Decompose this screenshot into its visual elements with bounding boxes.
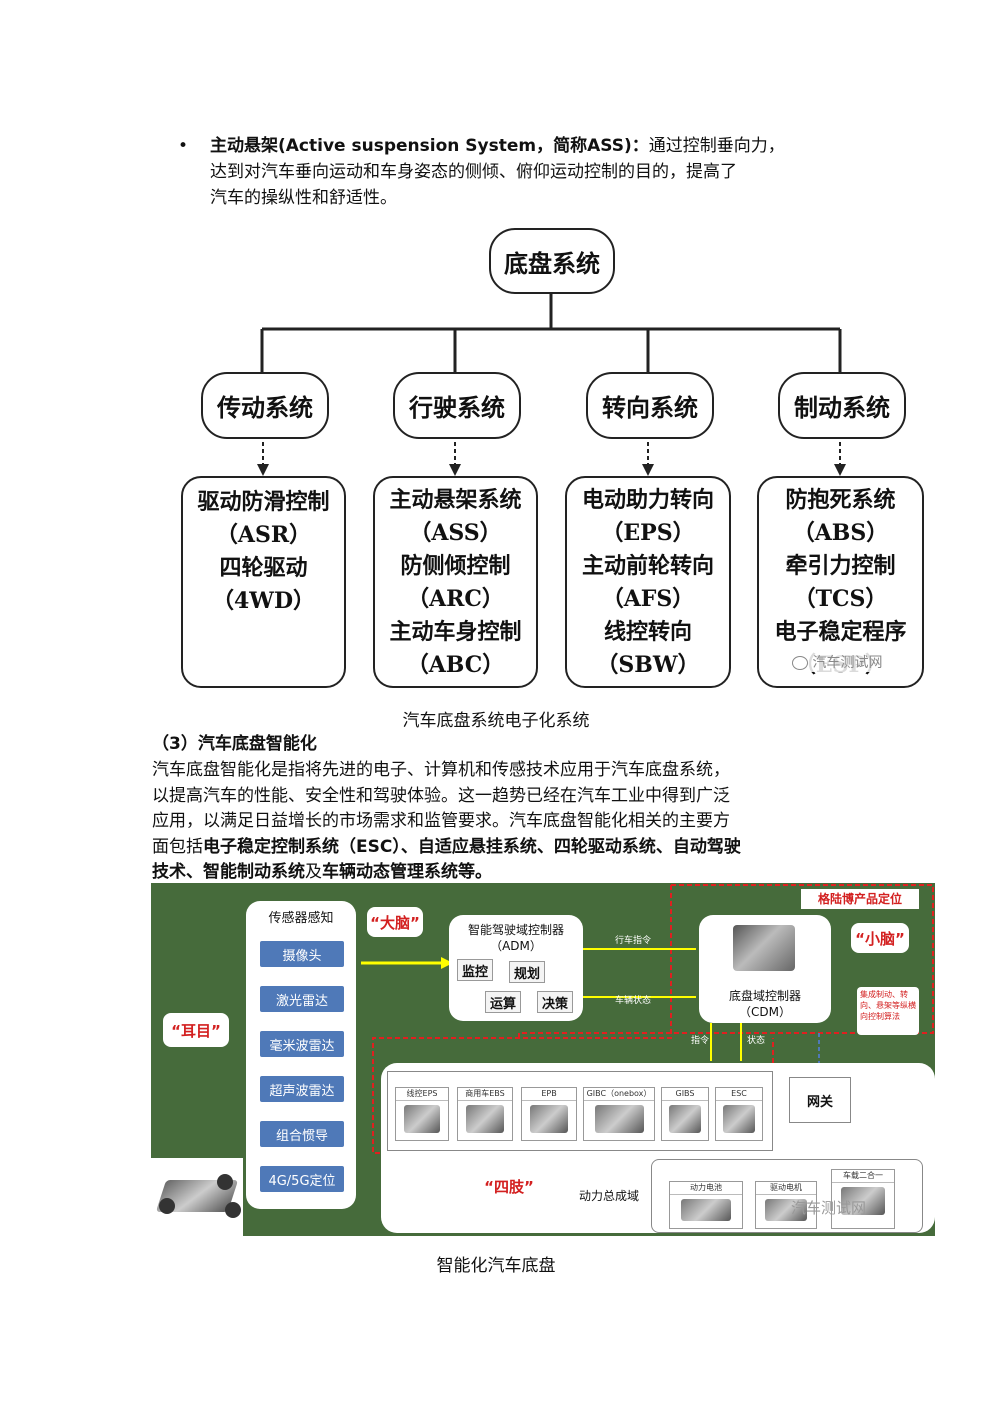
component-gibs: GIBS [661,1087,709,1141]
leaf-item: （ASS） [409,520,502,546]
chassis-photo [151,1158,243,1236]
wheel [225,1202,241,1218]
chip-monitor: 监控 [457,959,493,981]
section-line-4: 面包括电子稳定控制系统（ESC）、自适应悬挂系统、四轮驱动系统、自动驾驶 [152,834,741,860]
sensor-lidar: 激光雷达 [260,986,344,1012]
section-line-2: 以提高汽车的性能、安全性和驾驶体验。这一趋势已经在汽车工业中得到广泛 [152,786,730,806]
tree-watermark-text: 汽车测试网 [812,655,883,671]
leaf-item: 防侧倾控制 [400,553,511,579]
product-tag: 格陆博产品定位 [801,889,919,909]
leaf-item: （SBW） [596,652,700,678]
branch-braking: 制动系统 [778,372,906,439]
leaf-item: （4WD） [211,588,316,614]
sensor-ins: 组合惯导 [260,1121,344,1147]
leaf-item: 防抱死系统 [785,487,896,513]
tree-connectors [257,290,846,476]
leaf-item: （EPS） [601,520,695,546]
leaf-item: 驱动防滑控制 [197,489,330,515]
leaf-item: （ARC） [407,586,504,612]
intro-bold-lead: 主动悬架(Active suspension System，简称ASS)： [210,136,649,156]
section-heading: （3）汽车底盘智能化 [152,734,317,754]
leaf-item: 电子稳定程序 [774,619,907,645]
sensor-panel: 传感器感知 摄像头 激光雷达 毫米波雷达 超声波雷达 组合惯导 4G/5G定位 [246,901,356,1209]
leaf-steering: 电动助力转向 （EPS） 主动前轮转向 （AFS） 线控转向 （SBW） [565,476,731,688]
leaf-item: 四轮驱动 [219,555,308,581]
sensor-mmwave: 毫米波雷达 [260,1031,344,1057]
line4-plain: 面包括 [152,837,203,857]
line4-bold: 电子稳定控制系统（ESC）、自适应悬挂系统、四轮驱动系统、自动驾驶 [203,837,741,857]
tree-watermark: 汽车测试网 [790,652,885,672]
leaf-item: 线控转向 [603,619,692,645]
intro-line1-rest: 通过控制垂向力， [648,136,785,156]
cdm-subtitle: （CDM） [739,1005,791,1019]
tree-root-node: 底盘系统 [489,228,615,294]
power-two-in-one: 车载二合一 [831,1169,895,1229]
leaf-item: 主动前轮转向 [581,553,714,579]
sensor-ultrasonic: 超声波雷达 [260,1076,344,1102]
leaf-transmission: 驱动防滑控制 （ASR） 四轮驱动 （4WD） [181,476,346,688]
leaf-item: （ABC） [406,652,505,678]
component-ebs: 商用车EBS [457,1087,513,1141]
adm-box: 智能驾驶域控制器 （ADM） 监控 规划 运算 决策 [449,915,583,1021]
chassis-tree-diagram: 底盘系统 传动系统 行驶系统 转向系统 制动系统 驱动防滑控制 （ASR） 四轮… [0,0,992,700]
line5-plain: 及 [305,862,322,882]
leaf-item: 主动车身控制 [389,619,522,645]
sensor-camera: 摄像头 [260,941,344,967]
chip-compute: 运算 [485,991,521,1013]
chip-plan: 规划 [509,961,545,983]
line5-bold-a: 技术、智能制动系统 [152,862,305,882]
chip-decide: 决策 [537,991,573,1013]
sensor-title: 传感器感知 [268,911,334,926]
component-eps: 线控EPS [395,1087,449,1141]
section-line-3: 应用，以满足日益增长的市场需求和监管要求。汽车底盘智能化相关的主要方 [152,811,730,831]
intro-line-2: 达到对汽车垂向运动和车身姿态的侧倾、俯仰运动控制的目的，提高了 [210,162,737,182]
leaf-item: （TCS） [793,586,888,612]
wheel [159,1198,175,1214]
sensor-positioning: 4G/5G定位 [260,1166,344,1192]
wechat-icon [792,656,808,670]
line5-bold-b: 车辆动态管理系统等。 [322,862,492,882]
intro-line-1: 主动悬架(Active suspension System，简称ASS)：通过控… [210,133,785,159]
adm-title: 智能驾驶域控制器 [467,923,564,937]
bullet-mark: • [178,136,189,156]
powertrain-label: 动力总成域 [579,1189,640,1203]
gateway-box: 网关 [789,1077,851,1123]
limbs-bubble: “四肢” [479,1171,539,1201]
power-battery: 动力电池 [669,1181,743,1229]
leaf-item: （ABS） [792,520,889,546]
cmd-label-2: 车辆状态 [615,996,652,1006]
down-cmd-label: 指令 [691,1036,710,1046]
leaf-item: 主动悬架系统 [389,487,522,513]
section-line-1: 汽车底盘智能化是指将先进的电子、计算机和传感技术应用于汽车底盘系统， [152,760,730,780]
leaf-running: 主动悬架系统 （ASS） 防侧倾控制 （ARC） 主动车身控制 （ABC） [373,476,538,688]
leaf-item: 牵引力控制 [785,553,896,579]
ear-eye-bubble: “耳目” [163,1013,229,1047]
cdm-box: 底盘域控制器 （CDM） [699,915,831,1023]
figure2-caption: 智能化汽车底盘 [436,1256,556,1276]
leaf-item: （ASR） [215,522,312,548]
component-epb: EPB [521,1087,577,1141]
branch-steering: 转向系统 [586,372,714,439]
cerebellum-bubble: “小脑” [851,923,909,953]
ecu-image [733,925,795,971]
brain-bubble: “大脑” [367,907,423,937]
wheel [217,1174,233,1190]
cdm-title: 底盘域控制器 [728,989,801,1003]
section-line-5: 技术、智能制动系统及车辆动态管理系统等。 [152,859,492,885]
figure1-caption: 汽车底盘系统电子化系统 [402,711,590,731]
integration-note: 集成制动、转向、悬架等纵横向控制算法 [857,987,919,1035]
power-motor: 驱动电机 [755,1181,817,1229]
component-gibc: GIBC（onebox） [583,1087,655,1141]
down-state-label: 状态 [747,1036,766,1046]
adm-subtitle: （ADM） [490,939,542,953]
branch-transmission: 传动系统 [201,372,329,439]
leaf-item: 电动助力转向 [581,487,714,513]
cmd-label-1: 行车指令 [615,936,652,946]
component-esc: ESC [715,1087,763,1141]
panel-watermark: 汽车测试网 [791,1199,867,1217]
branch-running: 行驶系统 [393,372,521,439]
intro-line-3: 汽车的操纵性和舒适性。 [210,188,397,208]
leaf-item: （AFS） [601,586,695,612]
smart-chassis-diagram: 传感器感知 摄像头 激光雷达 毫米波雷达 超声波雷达 组合惯导 4G/5G定位 … [151,883,935,1236]
